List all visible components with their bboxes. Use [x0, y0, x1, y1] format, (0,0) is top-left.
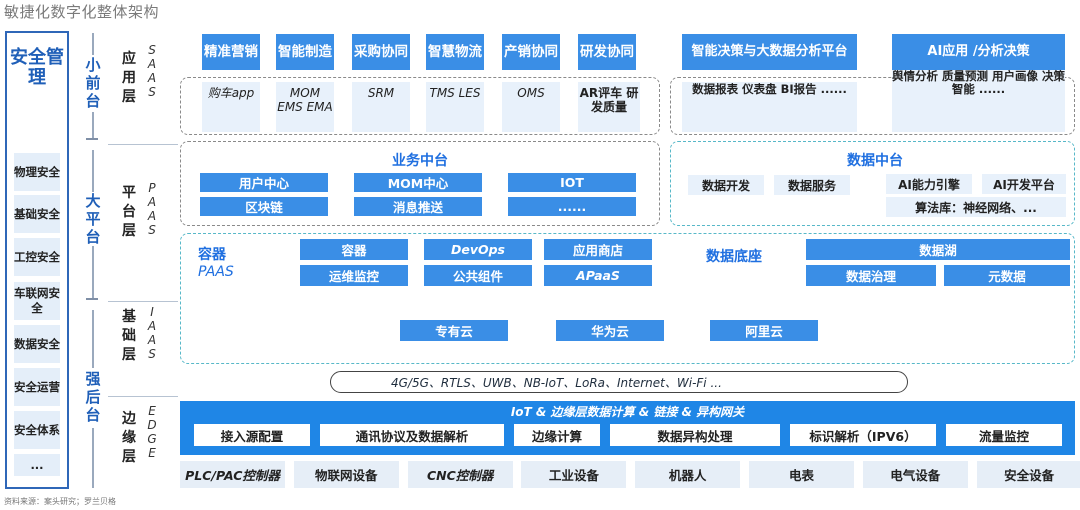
bigdata-platform-header: 智能决策与大数据分析平台 [682, 34, 857, 70]
container-item: 公共组件 [424, 265, 532, 286]
security-item: 基础安全 [14, 195, 60, 233]
data-center-item: AI开发平台 [982, 174, 1066, 194]
security-title: 安全管理 [10, 47, 64, 88]
saas-module-header: 研发协同 [578, 34, 636, 70]
security-item: 物理安全 [14, 153, 60, 191]
saas-analytics-dashed-group [670, 77, 1075, 135]
data-center-item: AI能力引擎 [886, 174, 972, 194]
bracket-tick [86, 298, 98, 300]
device-item: 安全设备 [976, 461, 1080, 488]
container-infra-group [180, 233, 1075, 364]
device-item: PLC/PAC控制器 [180, 461, 285, 488]
ai-app-detail: 舆情分析 质量预测 用户画像 决策智能 ...... [892, 70, 1065, 132]
bracket-line [92, 310, 94, 368]
edge-item: 流量监控 [946, 424, 1062, 446]
cloud-provider: 阿里云 [710, 320, 818, 341]
saas-module-header: 产销协同 [502, 34, 560, 70]
network-protocols: 4G/5G、RTLS、UWB、NB-IoT、LoRa、Internet、Wi-F… [330, 371, 908, 393]
group-strong-back: 强后台 [85, 370, 101, 424]
business-center-item: MOM中心 [354, 173, 482, 192]
data-center-group [670, 141, 1075, 226]
bracket-tick [86, 138, 98, 140]
device-item: CNC控制器 [407, 461, 513, 488]
data-center-item: 数据服务 [774, 175, 850, 195]
data-base-title: 数据底座 [706, 249, 762, 265]
security-item: 工控安全 [14, 238, 60, 276]
business-center-item: IOT [508, 173, 636, 192]
group-small-front: 小前台 [85, 56, 101, 110]
layer-separator [108, 144, 178, 145]
layer-separator [108, 301, 178, 302]
page-title: 敏捷化数字化整体架构 [4, 3, 160, 21]
cloud-provider: 专有云 [400, 320, 508, 341]
bracket-line [92, 112, 94, 138]
ai-app-header: AI应用 /分析决策 [892, 34, 1065, 70]
group-big-platform: 大平台 [85, 192, 101, 246]
bracket-line [92, 428, 94, 488]
container-item: 运维监控 [300, 265, 408, 286]
business-center-item: 用户中心 [200, 173, 328, 192]
data-base-item: 数据湖 [806, 239, 1070, 260]
edge-item: 标识解析（IPV6） [790, 424, 936, 446]
bracket-line [92, 33, 94, 55]
saas-module-detail: AR评车 研发质量 [578, 82, 640, 132]
saas-module-header: 采购协同 [352, 34, 410, 70]
container-item: APaaS [544, 265, 652, 286]
container-item: 容器 [300, 239, 408, 260]
bracket-line [92, 150, 94, 192]
saas-module-header: 智慧物流 [426, 34, 484, 70]
edge-item: 数据异构处理 [610, 424, 780, 446]
container-item: 应用商店 [544, 239, 652, 260]
edge-gateway-title: IoT & 边缘层数据计算 & 链接 & 异构网关 [510, 405, 745, 419]
edge-item: 通讯协议及数据解析 [320, 424, 504, 446]
edge-item: 接入源配置 [194, 424, 310, 446]
layer-separator [108, 396, 178, 397]
container-subtitle: PAAS [198, 264, 234, 280]
data-center-title: 数据中台 [847, 153, 903, 169]
saas-module-detail: MOM EMS EMA [276, 82, 334, 132]
business-center-item: 消息推送 [354, 197, 482, 216]
business-center-title: 业务中台 [392, 153, 448, 169]
business-center-group [180, 141, 660, 226]
saas-module-detail: SRM [352, 82, 410, 132]
container-title: 容器 [198, 247, 226, 263]
container-item: DevOps [424, 239, 532, 260]
saas-module-header: 智能制造 [276, 34, 334, 70]
device-item: 机器人 [635, 461, 741, 488]
layer-infra-label: 基础层 [122, 309, 136, 363]
device-item: 电气设备 [862, 461, 968, 488]
saas-dashed-group [180, 77, 660, 135]
layer-edge-label: 边缘层 [122, 411, 136, 465]
layer-platform-label: 平台层 [122, 185, 136, 239]
edge-item: 边缘计算 [514, 424, 600, 446]
security-item: 安全体系 [14, 411, 60, 449]
security-item: 安全运营 [14, 368, 60, 406]
bracket-line [92, 246, 94, 298]
saas-module-detail: TMS LES [426, 82, 484, 132]
device-item: 电表 [749, 461, 854, 488]
layer-app-label: 应用层 [122, 51, 136, 105]
data-center-item: 数据开发 [688, 175, 764, 195]
source-note: 资料来源：案头研究；罗兰贝格 [4, 497, 116, 506]
business-center-item: 区块链 [200, 197, 328, 216]
security-item: 数据安全 [14, 325, 60, 363]
saas-module-detail: OMS [502, 82, 560, 132]
business-center-item: ...... [508, 197, 636, 216]
cloud-provider: 华为云 [556, 320, 664, 341]
saas-module-detail: 购车app [202, 82, 260, 132]
data-center-item: 算法库：神经网络、... [886, 197, 1066, 217]
device-item: 工业设备 [521, 461, 627, 488]
bigdata-platform-detail: 数据报表 仪表盘 BI报告 ...... [682, 82, 857, 132]
data-base-item: 数据治理 [806, 265, 936, 286]
device-item: 物联网设备 [293, 461, 399, 488]
data-base-item: 元数据 [944, 265, 1070, 286]
security-item: ... [14, 454, 60, 476]
saas-module-header: 精准营销 [202, 34, 260, 70]
security-item: 车联网安全 [14, 282, 60, 320]
